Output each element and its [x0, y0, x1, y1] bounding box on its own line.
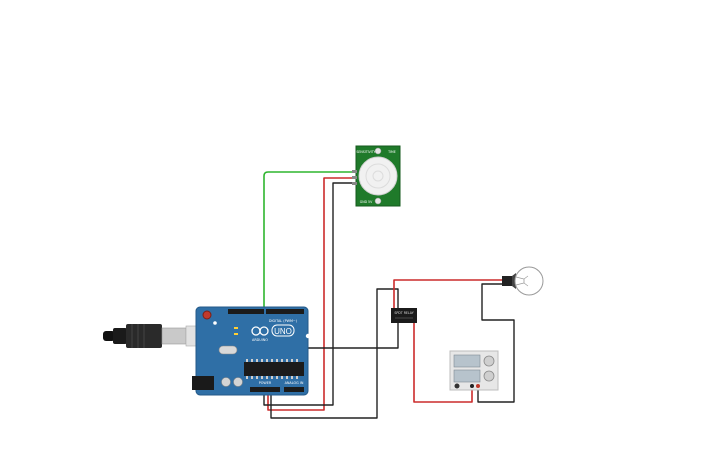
light-bulb-icon[interactable]: [502, 266, 544, 296]
uno-label: UNO: [274, 327, 292, 336]
capacitor: [221, 377, 231, 387]
wires: [247, 171, 515, 419]
current-display: [453, 369, 481, 383]
pir-label-time: TIME: [387, 150, 396, 154]
dc-power-supply[interactable]: [449, 350, 499, 391]
analog-header-label: ANALOG IN: [285, 381, 304, 385]
arduino-uno-board[interactable]: DIGITAL (PWM~) UNO ARDUINO: [192, 306, 311, 396]
wire-lamp-black[interactable]: [477, 283, 515, 403]
terminal-negative[interactable]: [470, 384, 474, 388]
wire-gnd-black-relay[interactable]: [270, 288, 399, 419]
terminal-positive[interactable]: [476, 384, 480, 388]
analog-header: [284, 387, 304, 392]
pir-label-sensitivity: SENSITIVITY: [356, 150, 375, 154]
crystal: [218, 345, 238, 355]
power-header-label: POWER: [259, 381, 272, 385]
uno-badge: [271, 324, 295, 337]
power-switch[interactable]: [454, 383, 460, 389]
digital-header-label: DIGITAL (PWM~): [269, 319, 298, 323]
pir-motion-sensor[interactable]: SENSITIVITY TIME GND 5V: [352, 145, 401, 207]
microcontroller-chip: [244, 362, 304, 376]
capacitor: [233, 377, 243, 387]
wire-5v-red[interactable]: [267, 177, 356, 411]
relay-spdt[interactable]: SPDT RELAY: [391, 308, 417, 323]
arduino-logo-icon: [251, 326, 269, 336]
voltage-knob[interactable]: [483, 355, 495, 367]
pir-dome: [358, 156, 398, 196]
power-jack: [192, 376, 214, 390]
wire-lamp-red[interactable]: [393, 279, 502, 308]
voltage-display: [453, 354, 481, 368]
time-pot[interactable]: [374, 197, 382, 205]
arduino-brand-label: ARDUINO: [252, 338, 268, 342]
usb-connector-icon: [103, 324, 213, 348]
reset-button[interactable]: [202, 310, 212, 320]
wire-gnd-black-pir[interactable]: [263, 182, 356, 406]
power-header: [250, 387, 280, 392]
current-knob[interactable]: [483, 370, 495, 382]
wire-signal-green[interactable]: [263, 171, 356, 308]
digital-header: [228, 309, 304, 314]
pir-label-pins: GND 5V: [360, 200, 373, 204]
relay-label: SPDT RELAY: [394, 311, 413, 315]
wire-supply-red[interactable]: [413, 322, 473, 403]
sensitivity-pot[interactable]: [374, 147, 382, 155]
